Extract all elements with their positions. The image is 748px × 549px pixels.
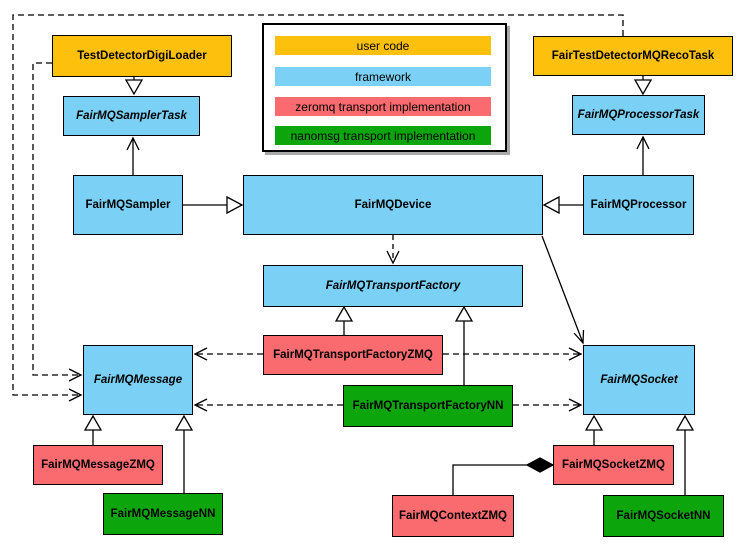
node-fairmqprocessortask: FairMQProcessorTask bbox=[572, 95, 705, 135]
legend-item-nanomsg: nanomsg transport implementation bbox=[275, 126, 491, 145]
legend-item-framework: framework bbox=[275, 67, 491, 86]
edge-inheritance-factoryzmq-transportfactory bbox=[334, 305, 354, 335]
edge-inheritance-digiloader-samplertask bbox=[124, 77, 144, 96]
edge-dependency-factorynn-message bbox=[193, 398, 343, 412]
node-fairmqmessagezmq: FairMQMessageZMQ bbox=[33, 445, 163, 485]
node-fairmqsocketzmq: FairMQSocketZMQ bbox=[553, 445, 674, 485]
edge-association-sampler-samplertask bbox=[126, 136, 140, 175]
node-fairmqcontextzmq: FairMQContextZMQ bbox=[392, 495, 514, 537]
node-fairmqprocessor: FairMQProcessor bbox=[583, 175, 694, 235]
edge-dependency-recotask-message bbox=[12, 14, 624, 402]
node-fairmqsampler: FairMQSampler bbox=[73, 175, 183, 235]
node-fairmqtransportfactoryzmq: FairMQTransportFactoryZMQ bbox=[263, 335, 443, 375]
edge-association-device-socket bbox=[541, 235, 585, 345]
edge-dependency-factorynn-socket bbox=[513, 398, 583, 412]
legend-box: user code framework zeromq transport imp… bbox=[262, 23, 507, 152]
node-fairmqsamplertask: FairMQSamplerTask bbox=[63, 96, 200, 136]
edge-dependency-digiloader-message bbox=[32, 62, 83, 382]
legend-item-zeromq: zeromq transport implementation bbox=[275, 97, 491, 116]
node-fairtestdetectormqrecotask: FairTestDetectorMQRecoTask bbox=[533, 36, 733, 76]
edge-inheritance-sampler-device bbox=[183, 195, 244, 215]
edge-dependency-device-transportfactory bbox=[386, 235, 400, 265]
edge-inheritance-processor-device bbox=[542, 195, 583, 215]
edge-dependency-factoryzmq-message bbox=[193, 347, 263, 361]
edge-inheritance-socketnn-socket bbox=[675, 414, 695, 495]
node-fairmqmessage: FairMQMessage bbox=[83, 345, 193, 415]
edge-association-processor-processortask bbox=[636, 135, 650, 175]
legend-item-user-code: user code bbox=[275, 36, 491, 55]
edge-inheritance-socketzmq-socket bbox=[584, 414, 604, 445]
edge-inheritance-recotask-processortask bbox=[633, 76, 653, 96]
node-fairmqsocket: FairMQSocket bbox=[583, 345, 695, 415]
node-fairmqmessagenn: FairMQMessageNN bbox=[103, 493, 223, 535]
edge-inheritance-factorynn-transportfactory bbox=[454, 305, 474, 385]
node-fairmqdevice: FairMQDevice bbox=[243, 175, 543, 235]
edge-inheritance-messagezmq-message bbox=[83, 414, 103, 445]
node-testdetectordigiloader: TestDetectorDigiLoader bbox=[52, 35, 232, 77]
edge-inheritance-messagenn-message bbox=[174, 414, 194, 493]
node-fairmqsocketnn: FairMQSocketNN bbox=[603, 495, 724, 537]
node-fairmqtransportfactorynn: FairMQTransportFactoryNN bbox=[343, 385, 513, 427]
node-fairmqtransportfactory: FairMQTransportFactory bbox=[263, 265, 523, 307]
edge-composition-socketzmq-contextzmq bbox=[452, 457, 555, 495]
edge-dependency-factoryzmq-socket bbox=[443, 347, 583, 361]
